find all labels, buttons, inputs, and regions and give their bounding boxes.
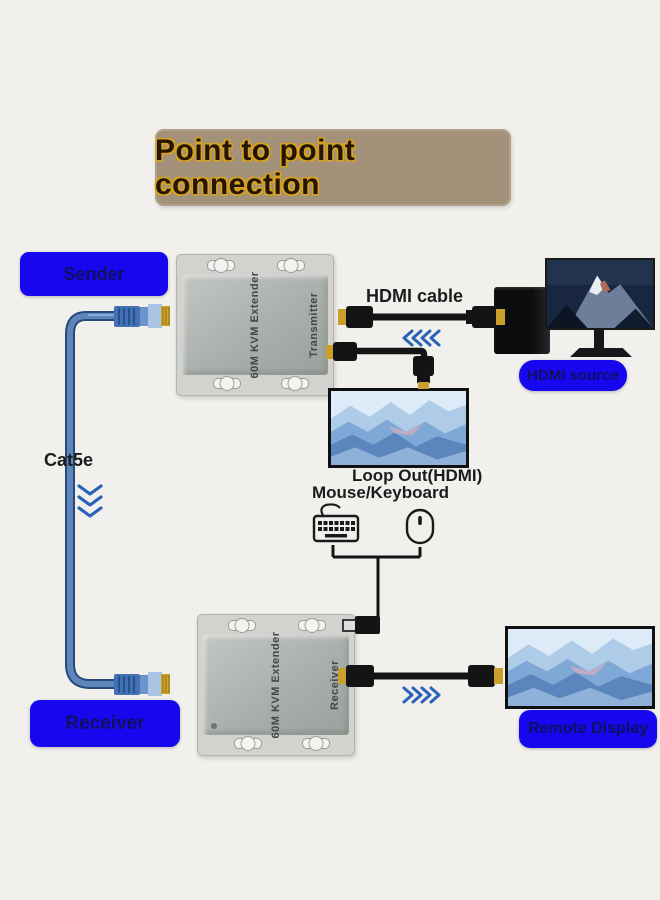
flow-arrows-down-icon: [77, 484, 103, 518]
title-banner: Point to point connection: [155, 129, 511, 206]
usb-connection-line: [331, 545, 422, 634]
mountain-night-wallpaper: [547, 260, 653, 328]
hdmi-cable-annotation: HDMI cable: [366, 286, 464, 306]
mount-hole: [234, 738, 262, 749]
cat5e-cable: [65, 311, 116, 689]
mount-hole: [213, 378, 241, 389]
rj45-plug-top: [114, 304, 170, 328]
loopout-monitor: [328, 388, 469, 468]
remote-display-monitor: [505, 626, 655, 709]
receiver-label: Receiver: [30, 700, 180, 747]
mount-hole: [277, 260, 305, 271]
mount-hole: [298, 620, 326, 631]
page-title: Point to point connection: [155, 133, 356, 201]
led-dot: [211, 723, 217, 729]
flow-arrows-left-icon: [402, 329, 441, 347]
mount-hole: [302, 738, 330, 749]
hdmi-loopout-cable: [326, 342, 434, 389]
receiver-device: 60M KVM Extender Receiver: [197, 614, 355, 756]
blue-ridges-wallpaper: [508, 629, 652, 706]
remote-display-label-text: Remote Display: [527, 720, 649, 737]
mount-hole: [228, 620, 256, 631]
sender-label: Sender: [20, 252, 168, 296]
hdmi-cable-top: [338, 306, 505, 328]
loopout-annotation: Loop Out(HDMI): [352, 466, 483, 485]
monitor-base: [570, 348, 632, 357]
hdmi-cable-bottom: [338, 665, 503, 687]
mouse-icon: [405, 508, 435, 545]
receiver-label-text: Receiver: [65, 712, 145, 734]
keyboard-icon: [312, 503, 360, 543]
hdmi-source-label: HDMI source: [519, 360, 627, 391]
receiver-body: 60M KVM Extender Receiver: [203, 631, 349, 739]
sender-label-text: Sender: [63, 263, 125, 284]
mount-hole: [281, 378, 309, 389]
cat5e-annotation: Cat5e: [44, 450, 94, 470]
flow-arrows-right-icon: [402, 686, 441, 704]
monitor-stand: [594, 330, 604, 349]
transmitter-body: 60M KVM Extender Transmitter: [182, 271, 328, 379]
mount-hole: [207, 260, 235, 271]
blue-ridges-wallpaper: [331, 391, 466, 465]
transmitter-device: 60M KVM Extender Transmitter: [176, 254, 334, 396]
source-monitor: [545, 258, 655, 330]
hdmi-source-label-text: HDMI source: [527, 367, 619, 384]
remote-display-label: Remote Display: [519, 710, 657, 748]
mouse-keyboard-annotation: Mouse/Keyboard: [312, 483, 449, 502]
rj45-plug-bottom: [114, 672, 170, 696]
